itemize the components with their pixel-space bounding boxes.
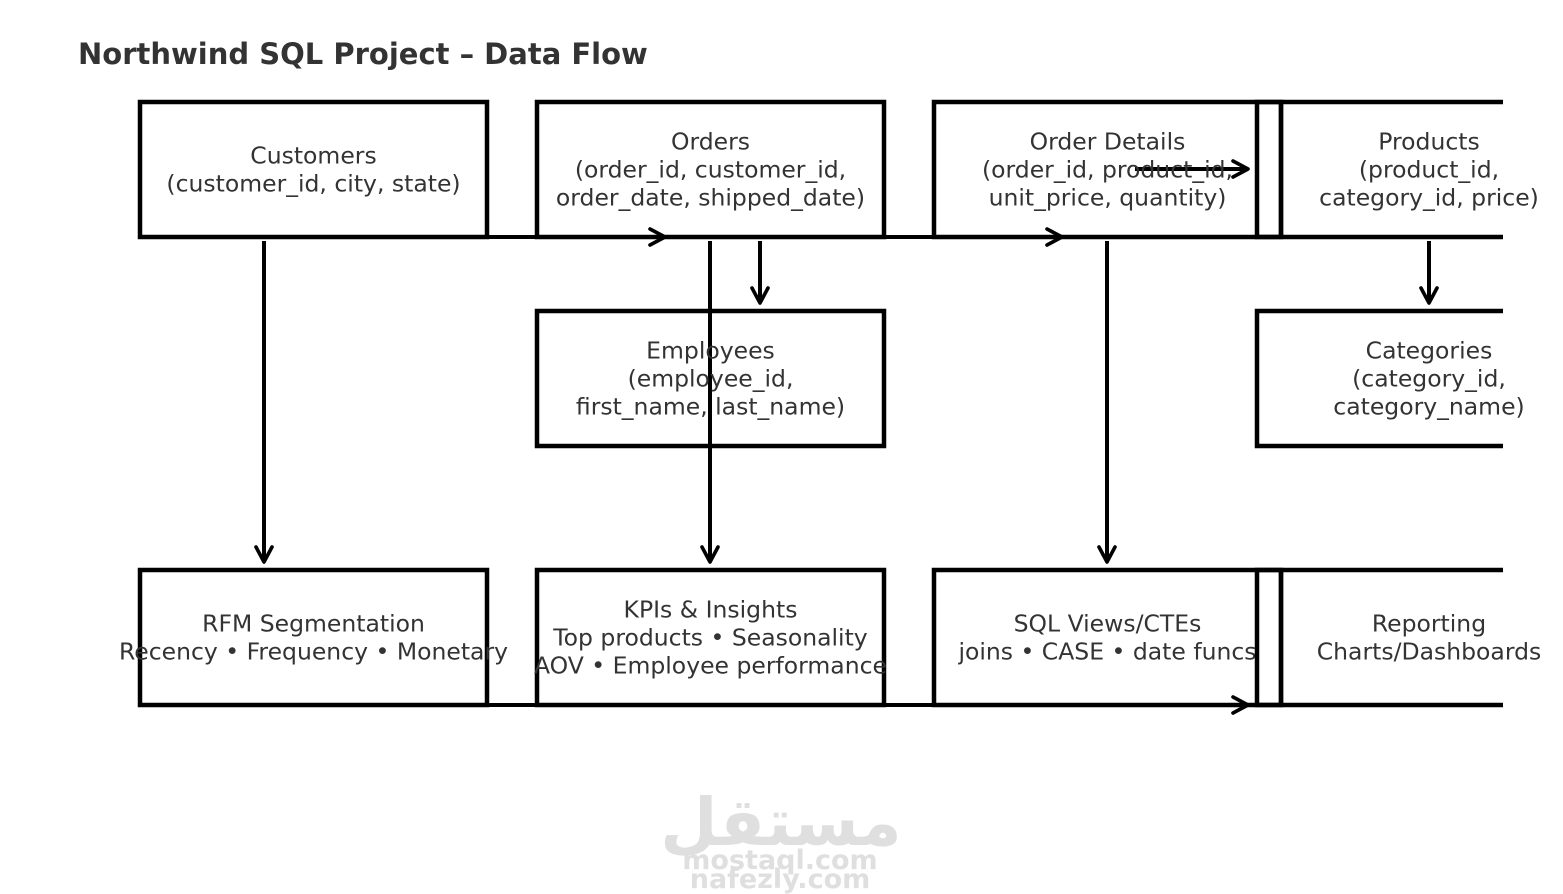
node-label-line: Recency • Frequency • Monetary: [119, 638, 508, 666]
node-label-line: (order_id, customer_id,: [575, 156, 846, 184]
node-box: [1254, 99, 1503, 240]
node-categories: Categories(category_id,category_name): [1254, 308, 1525, 449]
node-label-line: Charts/Dashboards: [1317, 638, 1541, 666]
node-label-line: (category_id,: [1352, 365, 1506, 393]
node-box: [1254, 308, 1503, 449]
node-products: Products(product_id,category_id, price): [1254, 99, 1539, 240]
node-label-line: category_id, price): [1319, 184, 1539, 212]
node-label-line: unit_price, quantity): [989, 184, 1227, 212]
node-box: [137, 99, 490, 240]
node-label-line: (customer_id, city, state): [166, 170, 460, 198]
node-label-line: Products: [1378, 128, 1479, 156]
node-box: [1254, 567, 1503, 708]
watermark-line-1: mostaql.com: [682, 845, 877, 876]
node-employees: Employees(employee_id,first_name, last_n…: [534, 308, 887, 449]
node-label-line: order_date, shipped_date): [556, 184, 865, 212]
node-customers: Customers(customer_id, city, state): [137, 99, 490, 240]
node-label-line: RFM Segmentation: [202, 610, 425, 638]
node-label-line: first_name, last_name): [576, 393, 845, 421]
node-label-line: KPIs & Insights: [624, 596, 798, 624]
node-label-line: SQL Views/CTEs: [1014, 610, 1202, 638]
node-label-line: joins • CASE • date funcs: [957, 638, 1256, 666]
node-box: [534, 567, 887, 708]
node-label-line: (order_id, product_id,: [982, 156, 1233, 184]
node-box: [534, 99, 887, 240]
node-order-details: Order Details(order_id, product_id,unit_…: [931, 99, 1284, 240]
node-label-line: Orders: [671, 128, 750, 156]
node-label-line: AOV • Employee performance: [534, 652, 887, 680]
nodes-layer: Customers(customer_id, city, state) Order…: [119, 99, 1541, 708]
node-box: [534, 308, 887, 449]
node-label-line: Order Details: [1030, 128, 1186, 156]
node-label-line: (product_id,: [1359, 156, 1499, 184]
watermark: مستقل mostaql.com nafezly.com: [660, 784, 901, 894]
watermark-logo: مستقل: [660, 784, 901, 861]
node-label-line: Customers: [250, 142, 376, 170]
node-box: [137, 567, 490, 708]
node-label-line: Reporting: [1372, 610, 1486, 638]
node-label-line: Categories: [1366, 337, 1493, 365]
node-label-line: Employees: [646, 337, 775, 365]
diagram-title: Northwind SQL Project – Data Flow: [78, 37, 648, 71]
node-orders: Orders(order_id, customer_id,order_date,…: [534, 99, 887, 240]
node-label-line: (employee_id,: [628, 365, 794, 393]
watermark-line-2: nafezly.com: [690, 864, 871, 894]
node-label-line: Top products • Seasonality: [552, 624, 868, 652]
node-label-line: category_name): [1333, 393, 1524, 421]
